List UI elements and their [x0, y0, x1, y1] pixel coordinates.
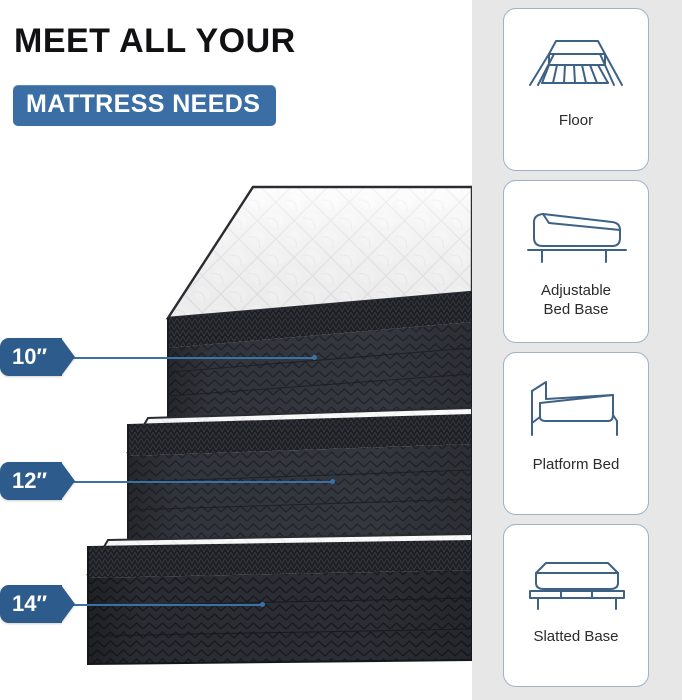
- height-callout-14in: 14″: [0, 585, 75, 623]
- platform-bed-icon: [513, 359, 639, 455]
- compatibility-panel: Floor: [472, 0, 682, 700]
- compatibility-card-adjustable-bed-base: Adjustable Bed Base: [503, 180, 649, 343]
- height-callout-12in: 12″: [0, 462, 75, 500]
- page-title: MEET ALL YOUR: [14, 22, 296, 60]
- leader-dot-10in: [312, 355, 317, 360]
- leader-line-10in: [64, 357, 314, 359]
- compatibility-card-slatted-base-label: Slatted Base: [533, 628, 619, 645]
- adjustable-label-line2: Bed Base: [543, 301, 609, 319]
- compatibility-card-platform-bed: Platform Bed: [503, 352, 649, 515]
- compatibility-card-slatted-base: Slatted Base: [503, 524, 649, 687]
- leader-dot-14in: [260, 602, 265, 607]
- slatted-base-icon: [513, 531, 639, 627]
- height-callout-10in: 10″: [0, 338, 75, 376]
- mattress-stack-svg: [86, 185, 474, 666]
- compatibility-card-adjustable-bed-base-label: Adjustable Bed Base: [511, 281, 641, 319]
- leader-line-12in: [60, 481, 332, 483]
- adjustable-label-line1: Adjustable: [540, 282, 612, 299]
- leader-dot-12in: [330, 479, 335, 484]
- mattress-layer-12in: [126, 406, 473, 542]
- mattress-stack-illustration: 10″ 12″ 14″: [0, 185, 474, 666]
- compatibility-card-floor: Floor: [503, 8, 649, 171]
- leader-line-14in: [62, 604, 262, 606]
- height-callout-14in-label: 14″: [12, 591, 48, 616]
- mattress-on-floor-icon: [513, 15, 639, 111]
- height-callout-12in-label: 12″: [12, 468, 48, 493]
- compatibility-card-platform-bed-label: Platform Bed: [532, 456, 620, 473]
- adjustable-bed-base-icon: [513, 187, 639, 283]
- mattress-layer-10in: [165, 185, 474, 420]
- headline-badge: MATTRESS NEEDS: [13, 85, 277, 126]
- compatibility-card-floor-label: Floor: [558, 112, 594, 129]
- height-callout-10in-label: 10″: [12, 344, 48, 369]
- mattress-layer-14in: [86, 532, 473, 666]
